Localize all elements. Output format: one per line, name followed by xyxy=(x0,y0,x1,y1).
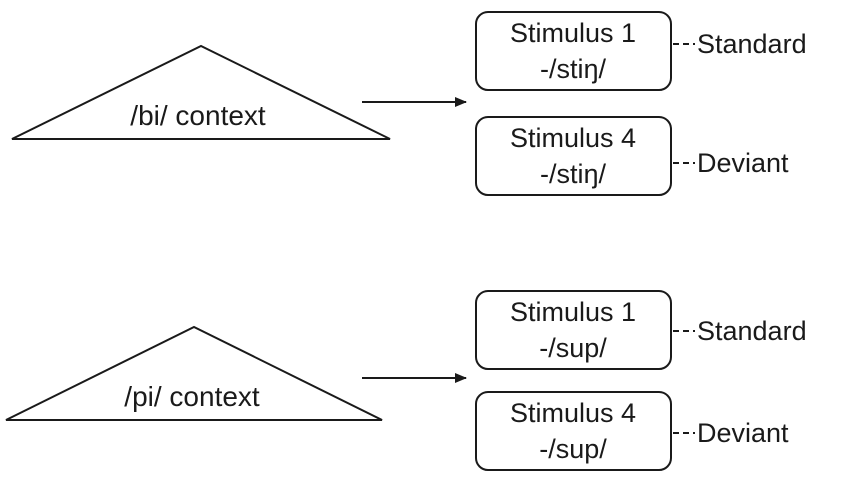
stimulus-sound: -/sup/ xyxy=(539,434,607,464)
context-triangle-bi xyxy=(11,44,391,140)
context-label-bi: /bi/ context xyxy=(130,100,266,131)
role-label-standard: Standard xyxy=(697,29,807,59)
role-label-deviant: Deviant xyxy=(697,418,789,448)
stimulus-box-bi-standard: Stimulus 1 -/stiŋ/ xyxy=(475,11,672,91)
stimulus-box-frame xyxy=(475,11,672,91)
stimulus-sound: -/sup/ xyxy=(539,333,607,363)
stimulus-sound: -/stiŋ/ xyxy=(540,159,607,189)
group-bi-context: /bi/ context Stimulus 1 -/stiŋ/ Standard… xyxy=(11,11,807,196)
stimulus-box-frame xyxy=(475,290,672,370)
group-pi-context: /pi/ context Stimulus 1 -/sup/ Standard … xyxy=(5,290,807,471)
stimulus-box-frame xyxy=(475,116,672,196)
stimulus-title: Stimulus 1 xyxy=(510,297,636,327)
stimulus-box-pi-standard: Stimulus 1 -/sup/ xyxy=(475,290,672,370)
stimulus-title: Stimulus 4 xyxy=(510,398,636,428)
stimulus-box-bi-deviant: Stimulus 4 -/stiŋ/ xyxy=(475,116,672,196)
role-label-deviant: Deviant xyxy=(697,148,789,178)
stimulus-title: Stimulus 4 xyxy=(510,123,636,153)
stimulus-box-pi-deviant: Stimulus 4 -/sup/ xyxy=(475,391,672,471)
role-label-standard: Standard xyxy=(697,316,807,346)
context-label-pi: /pi/ context xyxy=(124,381,260,412)
stimulus-title: Stimulus 1 xyxy=(510,18,636,48)
context-triangle-pi xyxy=(5,325,383,421)
stimulus-box-frame xyxy=(475,391,672,471)
stimulus-sound: -/stiŋ/ xyxy=(540,54,607,84)
